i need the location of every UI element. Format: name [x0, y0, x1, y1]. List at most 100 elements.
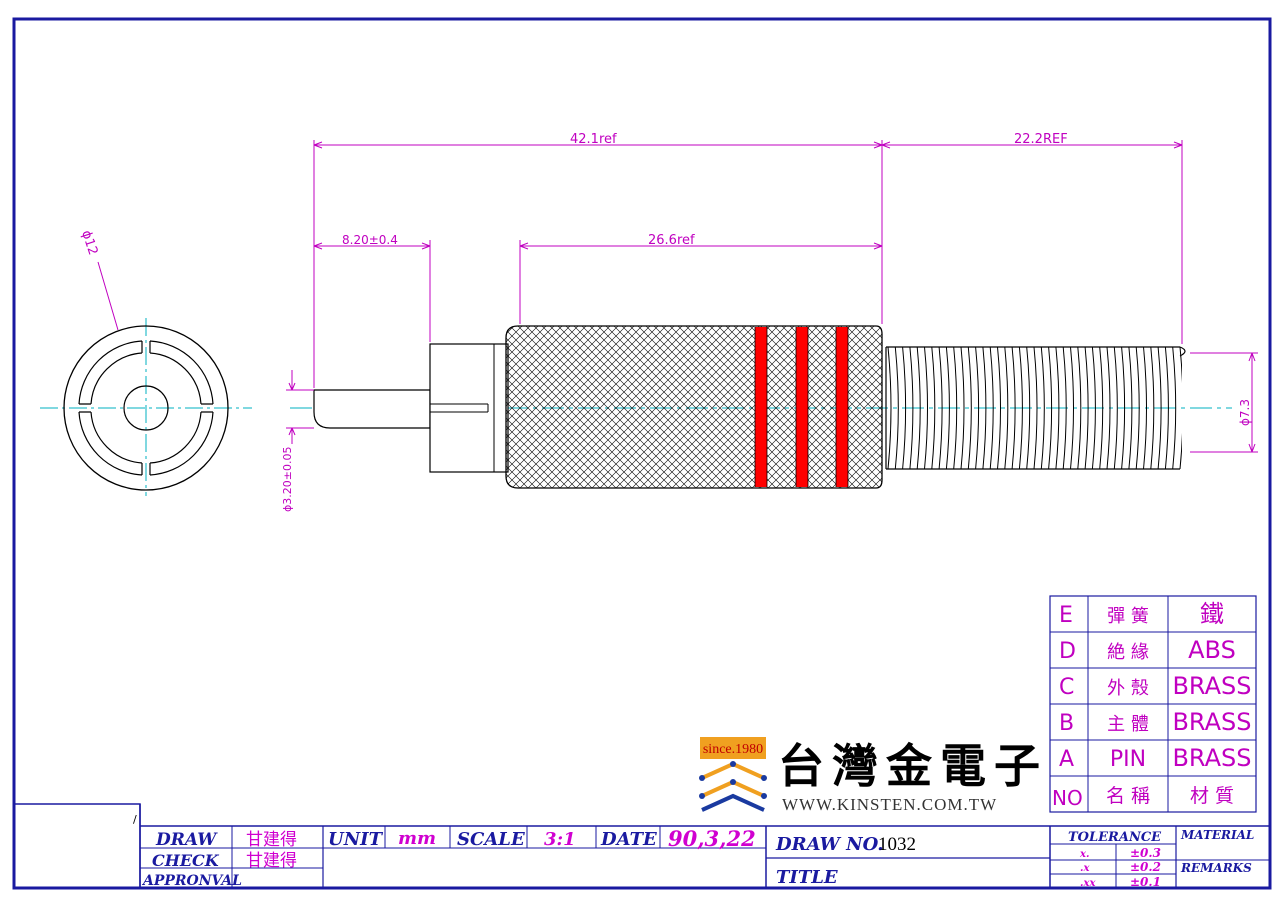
since-badge	[700, 737, 766, 759]
spring-coil	[1113, 346, 1118, 470]
sleeve-stripe-1	[755, 327, 767, 487]
bom-header-material: 材 質	[1190, 785, 1234, 807]
spring-coil	[894, 346, 899, 470]
bom-item-id: C	[1059, 675, 1074, 700]
spring-coil	[1121, 346, 1126, 470]
company-name: 台灣金電子	[778, 739, 1048, 793]
spring-coil	[1070, 346, 1074, 470]
spring-coil	[1018, 346, 1023, 470]
sleeve-stripe-2	[796, 327, 808, 487]
check-label: CHECK	[152, 851, 220, 870]
spring-coil	[989, 346, 994, 470]
drawno-label: DRAW NO.	[775, 834, 883, 855]
check-name: 甘建得	[246, 851, 297, 871]
draw-name: 甘建得	[246, 830, 297, 850]
tolerance-value: ±0.2	[1130, 860, 1161, 874]
pin-diameter-label: ϕ3.20±0.05	[281, 447, 294, 512]
bom-header-id: NO	[1052, 786, 1083, 810]
bom-item-id: B	[1059, 711, 1074, 736]
spring-coil	[1011, 346, 1016, 470]
tolerance-label: TOLERANCE	[1068, 830, 1162, 845]
spring-coil	[967, 346, 972, 470]
body-step	[429, 343, 509, 473]
spring-coil	[1077, 346, 1082, 470]
spring-coil	[1033, 346, 1038, 470]
pin-length-label: 8.20±0.4	[342, 233, 398, 247]
bom-item-name: 外 殼	[1107, 678, 1149, 699]
unit-value: mm	[398, 828, 436, 849]
spring-coil	[960, 346, 965, 470]
pin-body	[313, 389, 431, 429]
material-label: MATERIAL	[1180, 828, 1254, 842]
spring-coil	[1143, 346, 1147, 470]
company-url: WWW.KINSTEN.COM.TW	[782, 795, 997, 814]
spring-coil	[1055, 346, 1060, 470]
spring-coil	[997, 346, 1001, 470]
spring-end	[1179, 346, 1186, 357]
spring	[887, 346, 1182, 470]
spring-coil	[1179, 346, 1182, 470]
unit-label: UNIT	[328, 829, 384, 850]
spring-coil	[953, 346, 958, 470]
spring-coil	[916, 346, 921, 470]
overall-length-label: 42.1ref	[570, 132, 617, 147]
spring-coil	[1062, 346, 1067, 470]
spring-coil	[1157, 346, 1162, 470]
drawno-value: 1032	[878, 834, 916, 855]
sleeve-outline	[505, 325, 883, 489]
title-label: TITLE	[776, 867, 838, 888]
tolerance-format: x.	[1079, 849, 1089, 860]
scale-value: 3:1	[544, 829, 576, 850]
bom-item-name: 主 體	[1107, 714, 1149, 735]
spring-coil	[1004, 346, 1009, 470]
spring-coil	[902, 346, 907, 470]
remarks-label: REMARKS	[1180, 861, 1252, 875]
bom-item-material: BRASS	[1172, 672, 1251, 700]
spring-diameter-label: ϕ7.3	[1238, 399, 1252, 426]
draw-label: DRAW	[155, 830, 218, 850]
company-logo: since.1980 台灣金電子 WWW.KINSTEN.COM.TW	[699, 737, 1048, 814]
bom-item-id: D	[1059, 639, 1076, 664]
bom-item-material: ABS	[1188, 636, 1236, 664]
bom-item-id: E	[1059, 603, 1073, 628]
spring-coil	[975, 346, 980, 470]
bom-item-material: BRASS	[1172, 744, 1251, 772]
end-view-ring-segments	[78, 340, 214, 476]
spring-coil	[931, 346, 936, 470]
spring-coil	[924, 346, 928, 470]
tolerance-value: ±0.3	[1130, 846, 1161, 860]
spring-coil	[909, 346, 914, 470]
tolerance-format: .xx	[1080, 878, 1096, 889]
drawing-border	[12, 17, 1272, 890]
sleeve-length-label: 26.6ref	[648, 233, 695, 248]
spring-coil	[982, 346, 987, 470]
logo-mark	[699, 761, 767, 812]
end-view-leader	[97, 261, 119, 331]
scale-label: SCALE	[457, 829, 525, 850]
bom-header-name: 名 稱	[1106, 785, 1150, 807]
approval-label: APPRONVAL	[141, 873, 242, 889]
bom-item-name: PIN	[1110, 747, 1146, 772]
spring-coil	[945, 346, 950, 470]
spring-coil	[1106, 346, 1111, 470]
corner-mark: /	[133, 813, 137, 826]
date-label: DATE	[600, 829, 657, 850]
tail-length-label: 22.2REF	[1014, 132, 1068, 147]
bom-item-name: 彈 簧	[1107, 606, 1149, 627]
bom-item-name: 絶 緣	[1107, 642, 1149, 663]
spring-coil	[1091, 346, 1096, 470]
end-view: ϕ12	[40, 229, 252, 496]
spring-coil	[1084, 346, 1089, 470]
bom-item-material: BRASS	[1172, 708, 1251, 736]
end-view-outer-circle	[63, 325, 229, 491]
dimensions	[286, 140, 1258, 453]
sleeve-stripe-3	[836, 327, 848, 487]
tolerance-value: ±0.1	[1130, 875, 1161, 889]
end-diameter-label: ϕ12	[78, 229, 100, 258]
spring-coil	[1048, 346, 1053, 470]
end-view-pin-hole	[123, 385, 169, 431]
tolerance-format: .x	[1080, 863, 1090, 874]
spring-coil	[1135, 346, 1140, 470]
